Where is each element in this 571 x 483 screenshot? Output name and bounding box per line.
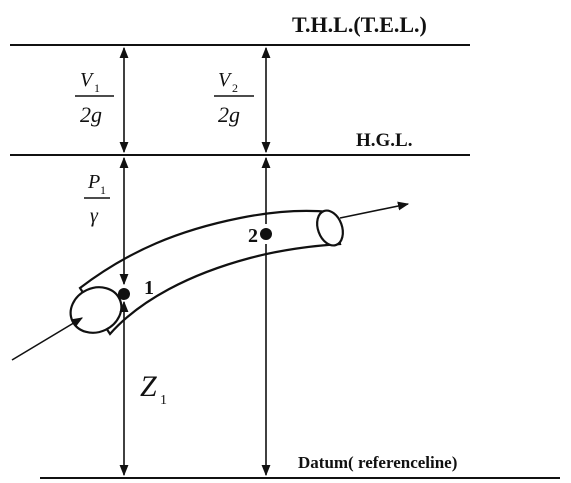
gamma-symbol: γ [90,205,99,227]
pipe [69,209,344,336]
thl-label: T.H.L.(T.E.L.) [292,12,427,37]
flow-out-arrow [339,201,410,219]
v2-symbol: V [218,69,233,91]
z1-subscript: 1 [160,393,167,408]
hgl-label: H.G.L. [356,130,412,151]
velocity-head-2-fraction: V 2 2g [214,69,254,127]
elevation-1-label: Z 1 [140,370,167,408]
v2-denominator: 2g [218,102,240,127]
z1-symbol: Z [140,370,157,403]
v2-subscript: 2 [232,81,238,95]
velocity-head-1-fraction: V 1 2g [75,69,114,127]
flow-in-arrow [11,317,83,361]
pipe-outlet [316,209,344,247]
p1-symbol: P [87,171,100,193]
point-1-label: 1 [144,277,154,299]
point-2-dot [260,228,272,240]
v1-subscript: 1 [94,81,100,95]
v1-denominator: 2g [80,102,102,127]
point-2-label: 2 [248,225,258,247]
p1-subscript: 1 [100,183,106,197]
point-1-dot [118,288,130,300]
datum-label: Datum( referenceline) [298,453,457,472]
pressure-head-1-fraction: P 1 γ [84,171,110,227]
v1-symbol: V [80,69,95,91]
